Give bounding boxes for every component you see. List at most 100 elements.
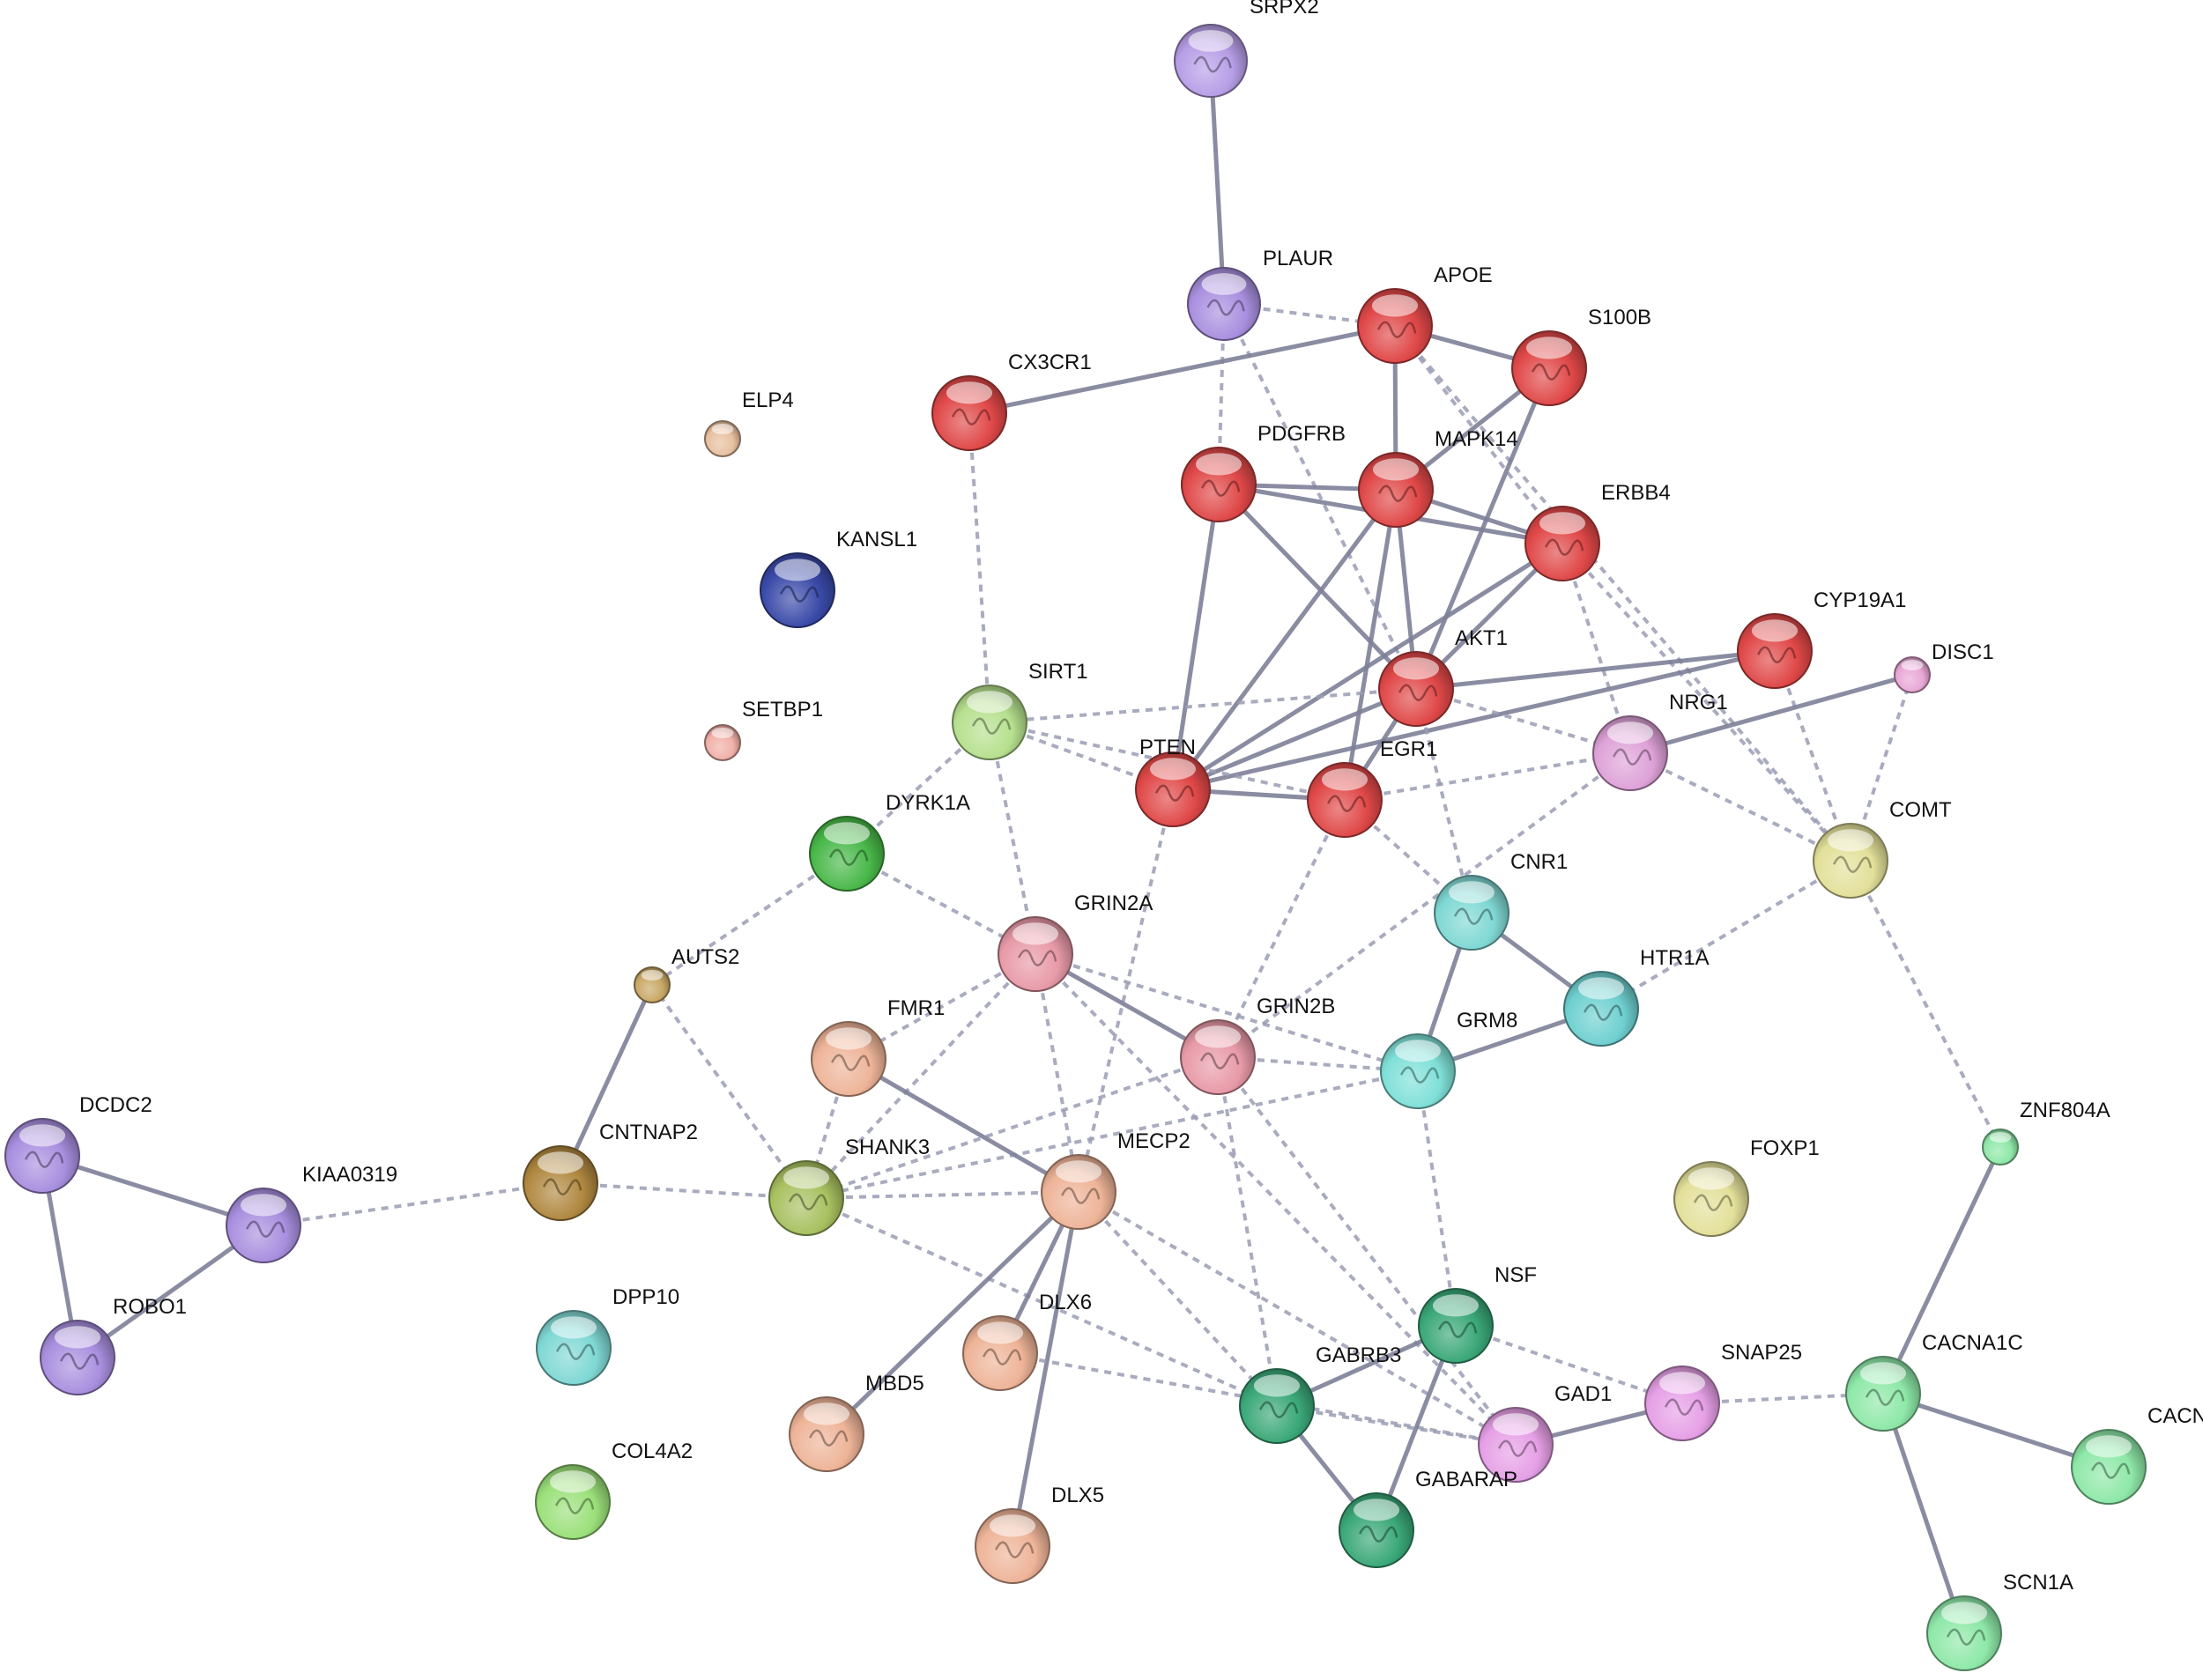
- sphere-highlight: [989, 1514, 1036, 1537]
- protein-structure-icon: [1193, 56, 1232, 73]
- node-shank3[interactable]: SHANK3: [768, 1136, 930, 1236]
- node-grin2b[interactable]: GRIN2B: [1180, 995, 1335, 1095]
- protein-structure-icon: [1832, 855, 1873, 873]
- node-label: CACNA1C: [1922, 1331, 2023, 1355]
- edge-gabrb3-gad1: [1276, 1404, 1517, 1447]
- node-label: CNR1: [1510, 850, 1568, 874]
- node-sirt1[interactable]: SIRT1: [952, 660, 1088, 760]
- node-label: GRIN2B: [1257, 995, 1335, 1018]
- node-elp4[interactable]: ELP4: [704, 389, 794, 457]
- node-srpx2[interactable]: SRPX2: [1174, 0, 1319, 98]
- node-setbp1[interactable]: SETBP1: [704, 698, 823, 761]
- protein-structure-icon: [1497, 1439, 1538, 1457]
- node-htr1a[interactable]: HTR1A: [1563, 946, 1710, 1047]
- node-label: AUTS2: [671, 945, 739, 969]
- edge-mecp2-gad1: [1077, 1190, 1517, 1447]
- node-mapk14[interactable]: MAPK14: [1358, 427, 1518, 528]
- node-cnr1[interactable]: CNR1: [1434, 850, 1568, 951]
- sphere-highlight: [1372, 458, 1420, 481]
- node-gabarap[interactable]: GABARAP: [1339, 1468, 1517, 1568]
- protein-structure-icon: [1544, 538, 1584, 556]
- protein-structure-icon: [1946, 1628, 1986, 1646]
- node-disc1[interactable]: DISC1: [1894, 640, 1994, 693]
- node-label: DPP10: [612, 1285, 679, 1309]
- sphere-highlight: [1539, 512, 1586, 535]
- node-label: COL4A2: [612, 1439, 693, 1463]
- node-mbd5[interactable]: MBD5: [789, 1372, 924, 1472]
- protein-structure-icon: [1531, 363, 1571, 381]
- edge-grm8-shank3: [805, 1069, 1419, 1200]
- node-pten[interactable]: PTEN: [1135, 736, 1211, 827]
- sphere-highlight: [1687, 1167, 1735, 1190]
- sphere-highlight: [1577, 977, 1625, 1000]
- node-grm8[interactable]: GRM8: [1380, 1009, 1517, 1109]
- node-cyp19a1[interactable]: CYP19A1: [1737, 588, 1906, 689]
- edge-egr1-nrg1: [1344, 751, 1631, 802]
- node-col4a2[interactable]: COL4A2: [535, 1439, 693, 1540]
- protein-structure-icon: [1664, 1398, 1704, 1416]
- node-label: ELP4: [742, 389, 794, 412]
- node-label: COMT: [1889, 798, 1952, 822]
- node-label: AKT1: [1455, 626, 1508, 650]
- node-kansl1[interactable]: KANSL1: [760, 528, 917, 628]
- node-pdgfrb[interactable]: PDGFRB: [1181, 422, 1346, 522]
- node-plaur[interactable]: PLAUR: [1187, 247, 1333, 341]
- edge-mapk14-pten: [1170, 488, 1398, 791]
- protein-structure-icon: [951, 408, 991, 426]
- node-cacna1c[interactable]: CACNA1C: [1845, 1331, 2023, 1432]
- node-cx3cr1[interactable]: CX3CR1: [931, 351, 1092, 451]
- edge-comt-htr1a: [1599, 859, 1852, 1010]
- node-label: PTEN: [1139, 736, 1196, 759]
- node-auts2[interactable]: AUTS2: [634, 945, 739, 1003]
- sphere-highlight: [537, 1151, 584, 1174]
- node-dlx5[interactable]: DLX5: [975, 1484, 1104, 1584]
- sphere-highlight: [1859, 1362, 1907, 1385]
- node-robo1[interactable]: ROBO1: [40, 1295, 187, 1395]
- node-fmr1[interactable]: FMR1: [811, 996, 945, 1097]
- node-dyrk1a[interactable]: DYRK1A: [809, 791, 970, 892]
- node-label: SRPX2: [1250, 0, 1319, 19]
- node-snap25[interactable]: SNAP25: [1644, 1341, 1802, 1441]
- edge-cacna1c-scn1a: [1880, 1393, 1967, 1634]
- node-foxp1[interactable]: FOXP1: [1673, 1136, 1820, 1237]
- protein-structure-icon: [1398, 684, 1438, 701]
- node-kiaa0319[interactable]: KIAA0319: [226, 1163, 397, 1263]
- node-label: NRG1: [1669, 691, 1728, 714]
- node-gad1[interactable]: GAD1: [1478, 1382, 1612, 1483]
- sphere-highlight: [1448, 881, 1495, 904]
- node-nrg1[interactable]: NRG1: [1592, 691, 1728, 791]
- node-dlx6[interactable]: DLX6: [962, 1291, 1092, 1391]
- sphere-highlight: [1195, 453, 1242, 476]
- protein-structure-icon: [1358, 1525, 1398, 1543]
- node-scn1a[interactable]: SCN1A: [1926, 1571, 2073, 1671]
- node-cacn[interactable]: CACN: [2071, 1404, 2203, 1505]
- edge-cyp19a1-akt1: [1415, 648, 1776, 692]
- edge-grm8-nsf: [1416, 1070, 1458, 1327]
- protein-structure-icon: [59, 1352, 100, 1370]
- node-label: S100B: [1588, 306, 1651, 329]
- node-comt[interactable]: COMT: [1813, 798, 1952, 899]
- node-egr1[interactable]: EGR1: [1307, 737, 1437, 838]
- protein-structure-icon: [542, 1178, 582, 1195]
- sphere-highlight: [1201, 273, 1247, 295]
- node-cntnap2[interactable]: CNTNAP2: [523, 1121, 698, 1221]
- protein-structure-icon: [554, 1497, 595, 1514]
- node-mecp2[interactable]: MECP2: [1041, 1129, 1191, 1230]
- node-dpp10[interactable]: DPP10: [536, 1285, 679, 1386]
- edge-cx3cr1-sirt1: [968, 412, 991, 723]
- node-gabrb3[interactable]: GABRB3: [1239, 1343, 1401, 1444]
- node-nsf[interactable]: NSF: [1418, 1263, 1537, 1364]
- sphere-highlight: [1751, 619, 1799, 642]
- node-grin2a[interactable]: GRIN2A: [998, 892, 1153, 992]
- node-znf804a[interactable]: ZNF804A: [1982, 1099, 2110, 1166]
- protein-structure-icon: [1437, 1321, 1478, 1338]
- node-s100b[interactable]: S100B: [1511, 306, 1651, 406]
- node-erbb4[interactable]: ERBB4: [1524, 481, 1671, 581]
- node-akt1[interactable]: AKT1: [1378, 626, 1508, 727]
- sphere-highlight: [1012, 922, 1059, 945]
- node-apoe[interactable]: APOE: [1357, 263, 1493, 364]
- node-dcdc2[interactable]: DCDC2: [4, 1093, 152, 1194]
- node-label: PDGFRB: [1257, 422, 1346, 446]
